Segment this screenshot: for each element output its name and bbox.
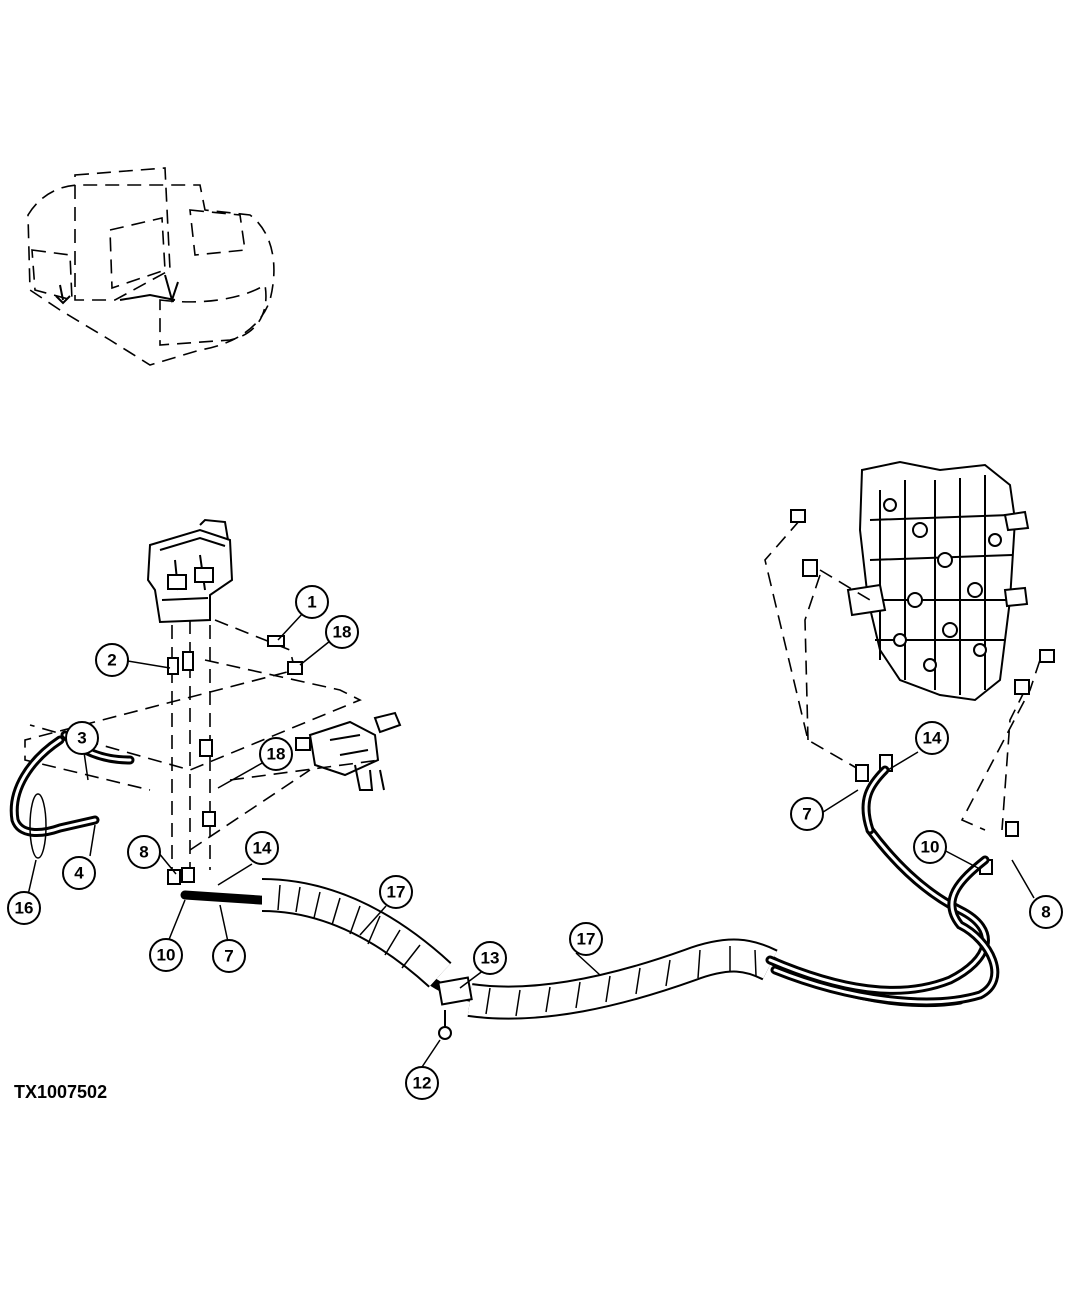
callout-10-left-label: 10 xyxy=(157,946,176,965)
callout-14-left: 14 xyxy=(245,831,279,865)
leader-lines xyxy=(27,611,1035,1068)
callout-17-left-label: 17 xyxy=(387,883,406,902)
callout-8-left-label: 8 xyxy=(139,843,148,862)
callout-2-label: 2 xyxy=(107,651,116,670)
callout-4-label: 4 xyxy=(74,864,84,883)
callout-10-right-label: 10 xyxy=(921,838,940,857)
control-valve xyxy=(846,460,1030,702)
callout-10-left: 10 xyxy=(149,938,183,972)
callout-18-lower: 18 xyxy=(259,737,293,771)
callout-18-lower-label: 18 xyxy=(267,745,286,764)
callout-14-right: 14 xyxy=(915,721,949,755)
callout-1-label: 1 xyxy=(307,593,316,612)
callout-3: 3 xyxy=(65,721,99,755)
callout-4: 4 xyxy=(62,856,96,890)
callout-12-label: 12 xyxy=(413,1074,432,1093)
shuttle-valve xyxy=(308,711,402,791)
callout-8-left: 8 xyxy=(127,835,161,869)
callout-7-left-label: 7 xyxy=(224,947,233,966)
callout-18-upper: 18 xyxy=(325,615,359,649)
callout-2: 2 xyxy=(95,643,129,677)
callout-8-right: 8 xyxy=(1029,895,1063,929)
callout-16-label: 16 xyxy=(15,899,34,918)
pilot-valve-block xyxy=(146,518,234,624)
callout-1: 1 xyxy=(295,585,329,619)
callout-13: 13 xyxy=(473,941,507,975)
callout-14-right-label: 14 xyxy=(923,729,942,748)
callout-7-left: 7 xyxy=(212,939,246,973)
callout-12: 12 xyxy=(405,1066,439,1100)
callout-16: 16 xyxy=(7,891,41,925)
callout-7-right: 7 xyxy=(790,797,824,831)
main-hose-bundle xyxy=(180,765,1000,1040)
callout-3-label: 3 xyxy=(77,729,86,748)
fittings xyxy=(167,509,1055,885)
figure-id: TX1007502 xyxy=(14,1082,108,1102)
callout-10-right: 10 xyxy=(913,830,947,864)
callout-13-label: 13 xyxy=(481,949,500,968)
callout-7-right-label: 7 xyxy=(802,805,811,824)
left-hose-loop xyxy=(9,730,135,859)
callout-18-upper-label: 18 xyxy=(333,623,352,642)
callout-17-right-label: 17 xyxy=(577,930,596,949)
callout-14-left-label: 14 xyxy=(253,839,272,858)
callout-17-right: 17 xyxy=(569,922,603,956)
callout-8-right-label: 8 xyxy=(1041,903,1050,922)
machine-locator-sketch xyxy=(27,167,275,366)
callout-17-left: 17 xyxy=(379,875,413,909)
